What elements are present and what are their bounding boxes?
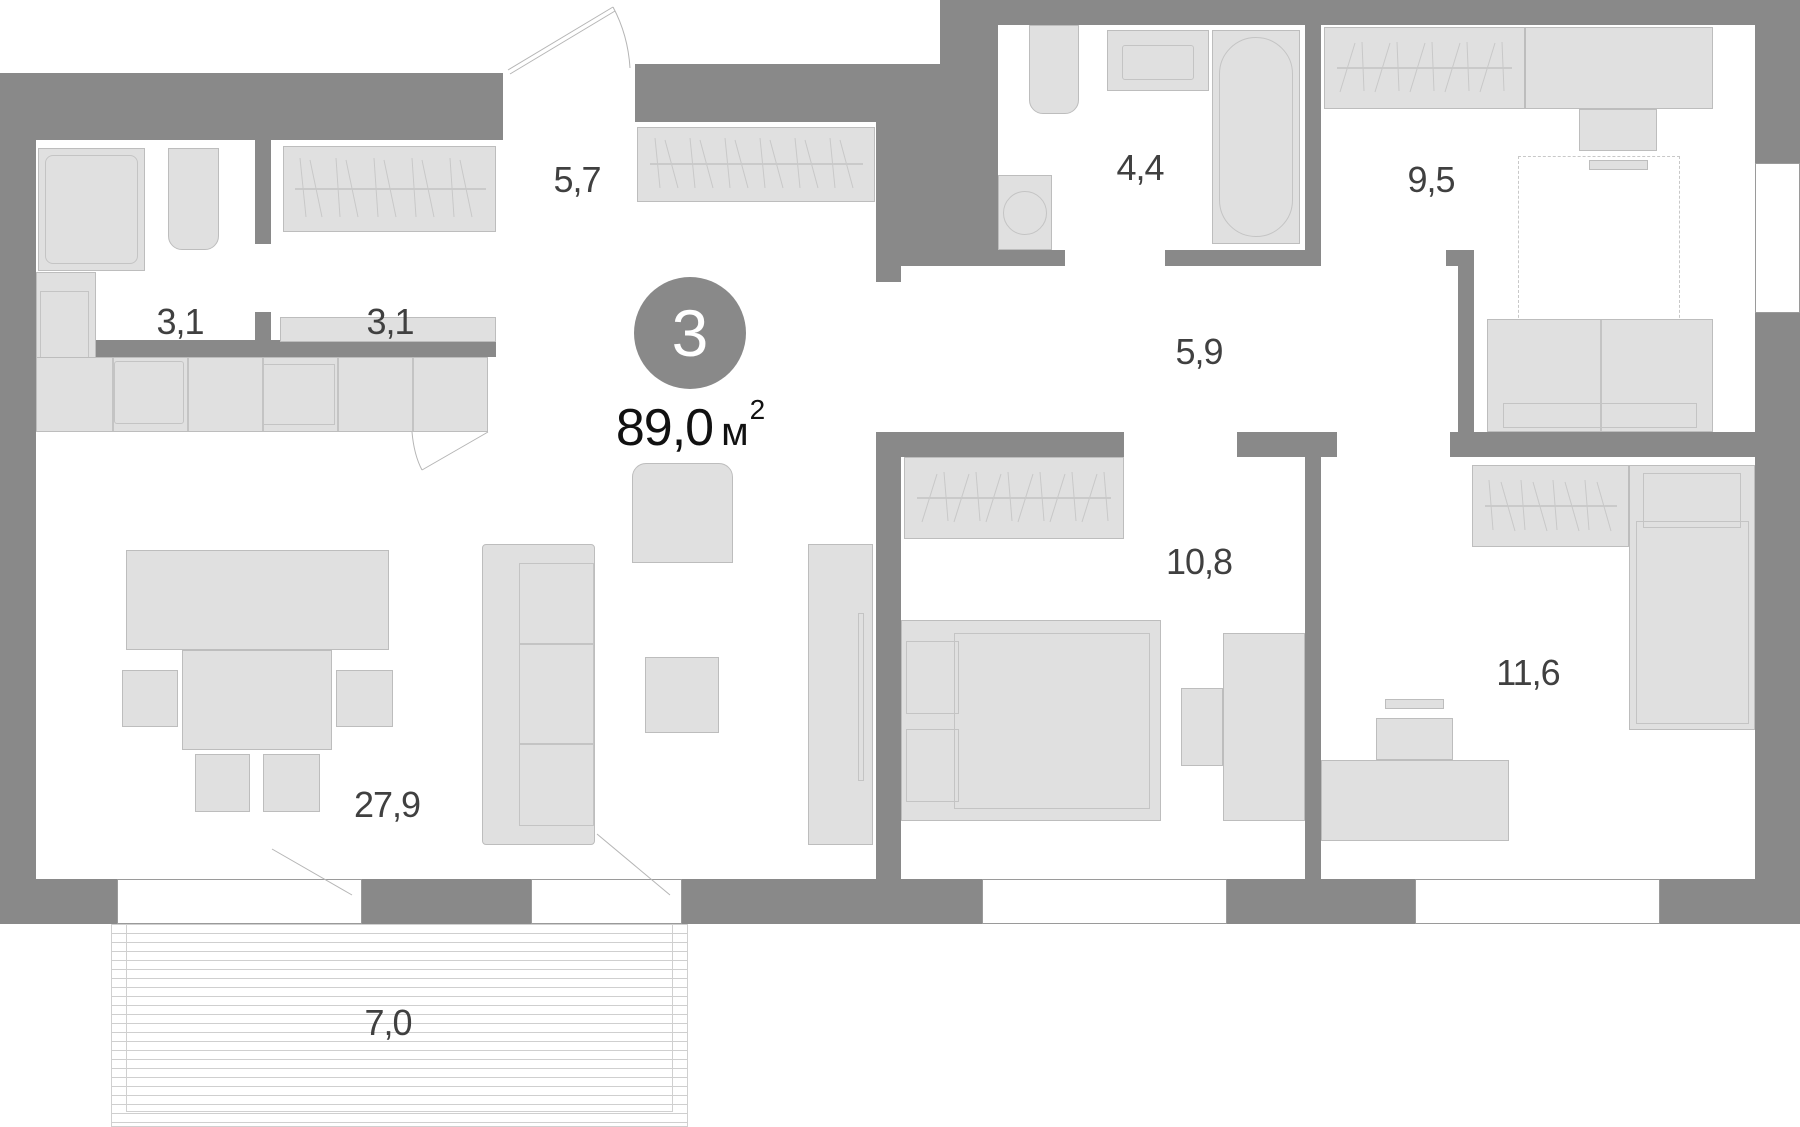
total-area-value: 89,0 xyxy=(615,399,714,457)
toilet xyxy=(1029,25,1079,114)
wall-bath-block xyxy=(940,0,998,266)
cooktop xyxy=(263,364,335,425)
wall-bedroom108-top xyxy=(876,432,1124,457)
storage-shelf xyxy=(280,317,496,342)
chair-bedroom-116 xyxy=(1385,699,1444,709)
chair-bottom-right xyxy=(263,754,320,812)
monitor-bedroom-108 xyxy=(1181,688,1223,766)
wall-partition-lower xyxy=(255,312,271,342)
desk-bedroom-108 xyxy=(1223,633,1305,821)
cabinet-bedroom-95 xyxy=(1525,27,1713,109)
balcony-door-left[interactable] xyxy=(117,879,362,924)
total-area-sup: 2 xyxy=(749,394,766,425)
room-area-entrance-hall: 5,7 xyxy=(553,159,601,200)
desk-bedroom-116 xyxy=(1321,760,1509,841)
wall-bath-bottom-right xyxy=(1165,250,1321,266)
bathtub xyxy=(1212,30,1300,244)
wall-living-right xyxy=(876,432,901,924)
wall-bath-bedroom-divider xyxy=(1305,25,1321,266)
kitchen-sink xyxy=(114,361,184,424)
balcony-door-right[interactable] xyxy=(531,879,682,924)
wall-partition-upper xyxy=(255,140,271,244)
total-area-unit: м xyxy=(721,410,748,454)
toilet-small xyxy=(168,148,219,250)
dining-table xyxy=(182,650,332,750)
room-area-corridor: 5,9 xyxy=(1175,331,1223,372)
wall-top-right xyxy=(998,0,1800,25)
bed-double xyxy=(901,620,1161,821)
chair-left xyxy=(122,670,178,727)
coffee-table xyxy=(645,657,719,733)
wall-hall-stub xyxy=(876,266,901,282)
sofa-bed-bedroom-95 xyxy=(1487,319,1713,432)
window-bedroom-95 xyxy=(1755,163,1800,313)
shower-tray xyxy=(38,148,145,271)
wall-right-lower xyxy=(1755,313,1800,924)
dining-table-top xyxy=(126,550,389,650)
tv-unit xyxy=(808,544,873,845)
wall-bedroom108-right xyxy=(1305,457,1321,924)
bathroom-sink xyxy=(1107,30,1209,91)
balcony-deck xyxy=(111,924,688,1127)
washing-machine xyxy=(998,175,1052,250)
monitor-bedroom-116 xyxy=(1376,718,1453,760)
room-area-storage-hall: 3,1 xyxy=(366,301,414,342)
bed-single xyxy=(1629,465,1755,730)
kitchen-counter xyxy=(36,357,488,432)
room-area-kitchen-living: 27,9 xyxy=(353,784,421,825)
room-area-bedroom-top-right: 9,5 xyxy=(1407,159,1455,200)
sofa xyxy=(482,544,595,845)
wall-corridor-stub xyxy=(1237,432,1337,457)
wall-bedroom116-top xyxy=(1450,432,1755,457)
tv-stand-bedroom-95 xyxy=(1589,160,1648,170)
room-area-bedroom-bottom-right: 11,6 xyxy=(1496,652,1560,693)
wall-top-left xyxy=(0,73,503,140)
rooms-count: 3 xyxy=(671,296,709,370)
window-bedroom-116 xyxy=(1415,879,1660,924)
wall-left xyxy=(0,140,36,924)
window-bedroom-108 xyxy=(982,879,1227,924)
wall-kitchen-strip xyxy=(36,340,496,357)
wall-bedroom95-left xyxy=(1458,250,1474,432)
wall-bedroom95-stub xyxy=(1446,250,1458,266)
chair-bottom-left xyxy=(195,754,250,812)
tv-bedroom-95 xyxy=(1579,109,1657,151)
armchair xyxy=(632,463,733,563)
wall-right-upper xyxy=(1755,0,1800,163)
room-area-bathroom-small: 3,1 xyxy=(156,301,204,342)
rooms-count-badge: 3 xyxy=(634,277,746,389)
room-area-balcony: 7,0 xyxy=(364,1002,412,1043)
chair-right xyxy=(336,670,393,727)
room-area-bedroom-middle: 10,8 xyxy=(1165,541,1233,582)
room-area-bathroom: 4,4 xyxy=(1116,147,1164,188)
wall-bath-bottom-left xyxy=(998,250,1065,266)
